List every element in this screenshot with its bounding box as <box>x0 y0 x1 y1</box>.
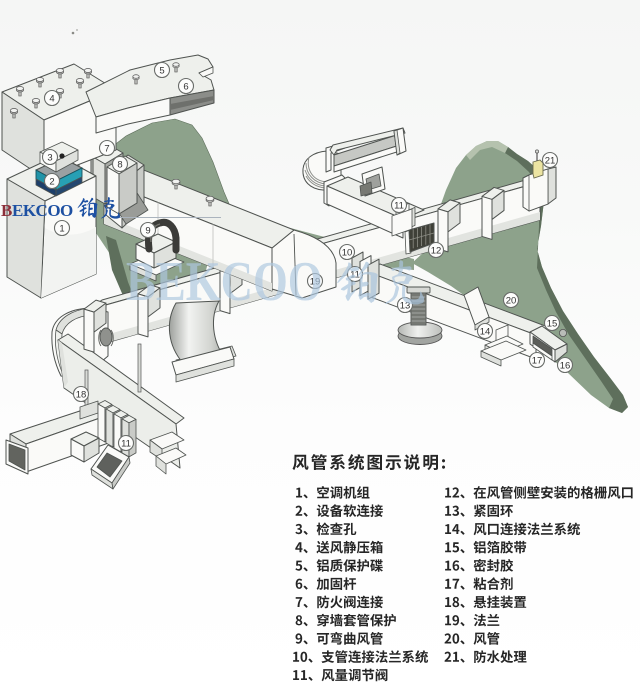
svg-text:12: 12 <box>431 245 442 256</box>
svg-text:7: 7 <box>104 143 109 154</box>
svg-text:14: 14 <box>480 326 491 337</box>
svg-text:4: 4 <box>49 93 54 104</box>
svg-text:19: 19 <box>310 276 321 287</box>
svg-text:B: B <box>1 201 12 220</box>
svg-text:5: 5 <box>159 65 164 76</box>
svg-text:15: 15 <box>547 318 558 329</box>
svg-text:17: 17 <box>532 355 543 366</box>
svg-text:11: 11 <box>394 200 404 211</box>
svg-text:11: 11 <box>350 269 360 280</box>
svg-text:EKCOO: EKCOO <box>12 201 73 220</box>
svg-text:BEKCOO: BEKCOO <box>126 250 323 312</box>
svg-text:9: 9 <box>145 225 150 236</box>
svg-text:13: 13 <box>400 300 411 311</box>
svg-text:10: 10 <box>342 247 353 258</box>
svg-text:11: 11 <box>121 438 131 449</box>
svg-text:2: 2 <box>49 176 54 187</box>
svg-text:8: 8 <box>117 159 122 170</box>
svg-text:18: 18 <box>76 389 87 400</box>
svg-text:1: 1 <box>59 223 64 234</box>
svg-text:3: 3 <box>47 152 52 163</box>
svg-text:6: 6 <box>183 81 188 92</box>
svg-text:21: 21 <box>545 155 556 166</box>
svg-text:16: 16 <box>560 360 571 371</box>
svg-text:20: 20 <box>506 295 517 306</box>
